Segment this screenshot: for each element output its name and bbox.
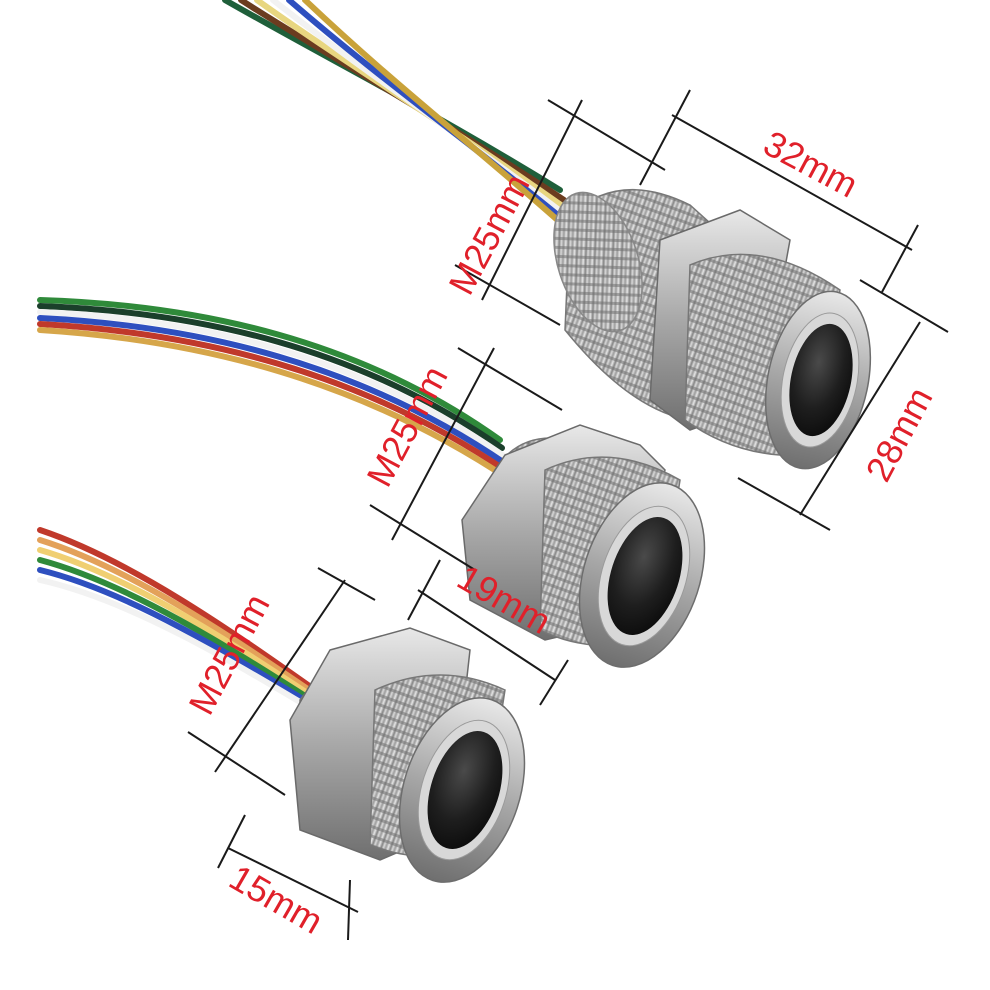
large-thread-dim-ext-top — [547, 99, 666, 171]
medium-sensor-wire — [37, 303, 505, 451]
large-diameter-dim-ext-bottom — [737, 477, 831, 531]
medium-sensor-wire — [37, 297, 503, 443]
small-length-dim-ext-right — [347, 879, 351, 941]
medium-length-dim-line — [417, 589, 556, 681]
small-sensor-wire — [37, 557, 327, 711]
large-sensor-wires — [222, 0, 583, 243]
medium-sensor-wire — [37, 327, 513, 483]
small-thread-dim-ext-bottom — [187, 731, 286, 796]
large-diameter-dim-ext-top — [859, 279, 949, 333]
small-sensor-wire — [37, 577, 333, 723]
large-length-dim-ext-left — [639, 89, 691, 186]
small-length-dim-line — [227, 847, 359, 913]
large-length-dim-ext-right — [881, 224, 919, 293]
medium-sensor-wire — [37, 321, 511, 475]
dimension-lines — [187, 89, 949, 941]
large-sensor-fingerprint-lens — [789, 323, 853, 437]
large-thread-dim-line — [481, 99, 583, 301]
medium-sensor — [461, 424, 706, 668]
small-sensor-wire — [37, 527, 318, 693]
large-diameter-dim-line — [799, 321, 921, 516]
large-thread-dim-ext-bottom — [454, 264, 561, 326]
medium-thread-dim-line — [391, 347, 495, 541]
small-sensor-wire — [37, 567, 330, 717]
small-thread-dim-ext-top — [317, 567, 376, 601]
medium-thread-dim-ext-bottom — [369, 504, 476, 571]
medium-thread-dim-ext-top — [457, 347, 563, 411]
medium-sensor-fingerprint-lens — [607, 517, 683, 635]
small-length-label: 15mm — [223, 856, 330, 942]
small-sensor-fingerprint-lens — [427, 731, 503, 849]
large-sensor-wire — [302, 0, 583, 243]
small-thread-dim-line — [214, 579, 346, 773]
medium-sensor-wire — [37, 309, 507, 459]
large-length-dim-line — [671, 114, 913, 251]
medium-sensor-wires — [37, 297, 513, 483]
medium-length-dim-ext-left — [407, 559, 441, 621]
small-sensor — [289, 627, 526, 883]
medium-sensor-wire — [37, 315, 509, 467]
large-sensor — [553, 188, 872, 470]
large-diameter-label: 28mm — [857, 380, 940, 488]
medium-length-dim-ext-right — [539, 659, 569, 706]
large-thread-label: M25mm — [440, 167, 537, 301]
small-length-dim-ext-left — [217, 814, 246, 869]
small-sensor-wire — [37, 547, 324, 705]
